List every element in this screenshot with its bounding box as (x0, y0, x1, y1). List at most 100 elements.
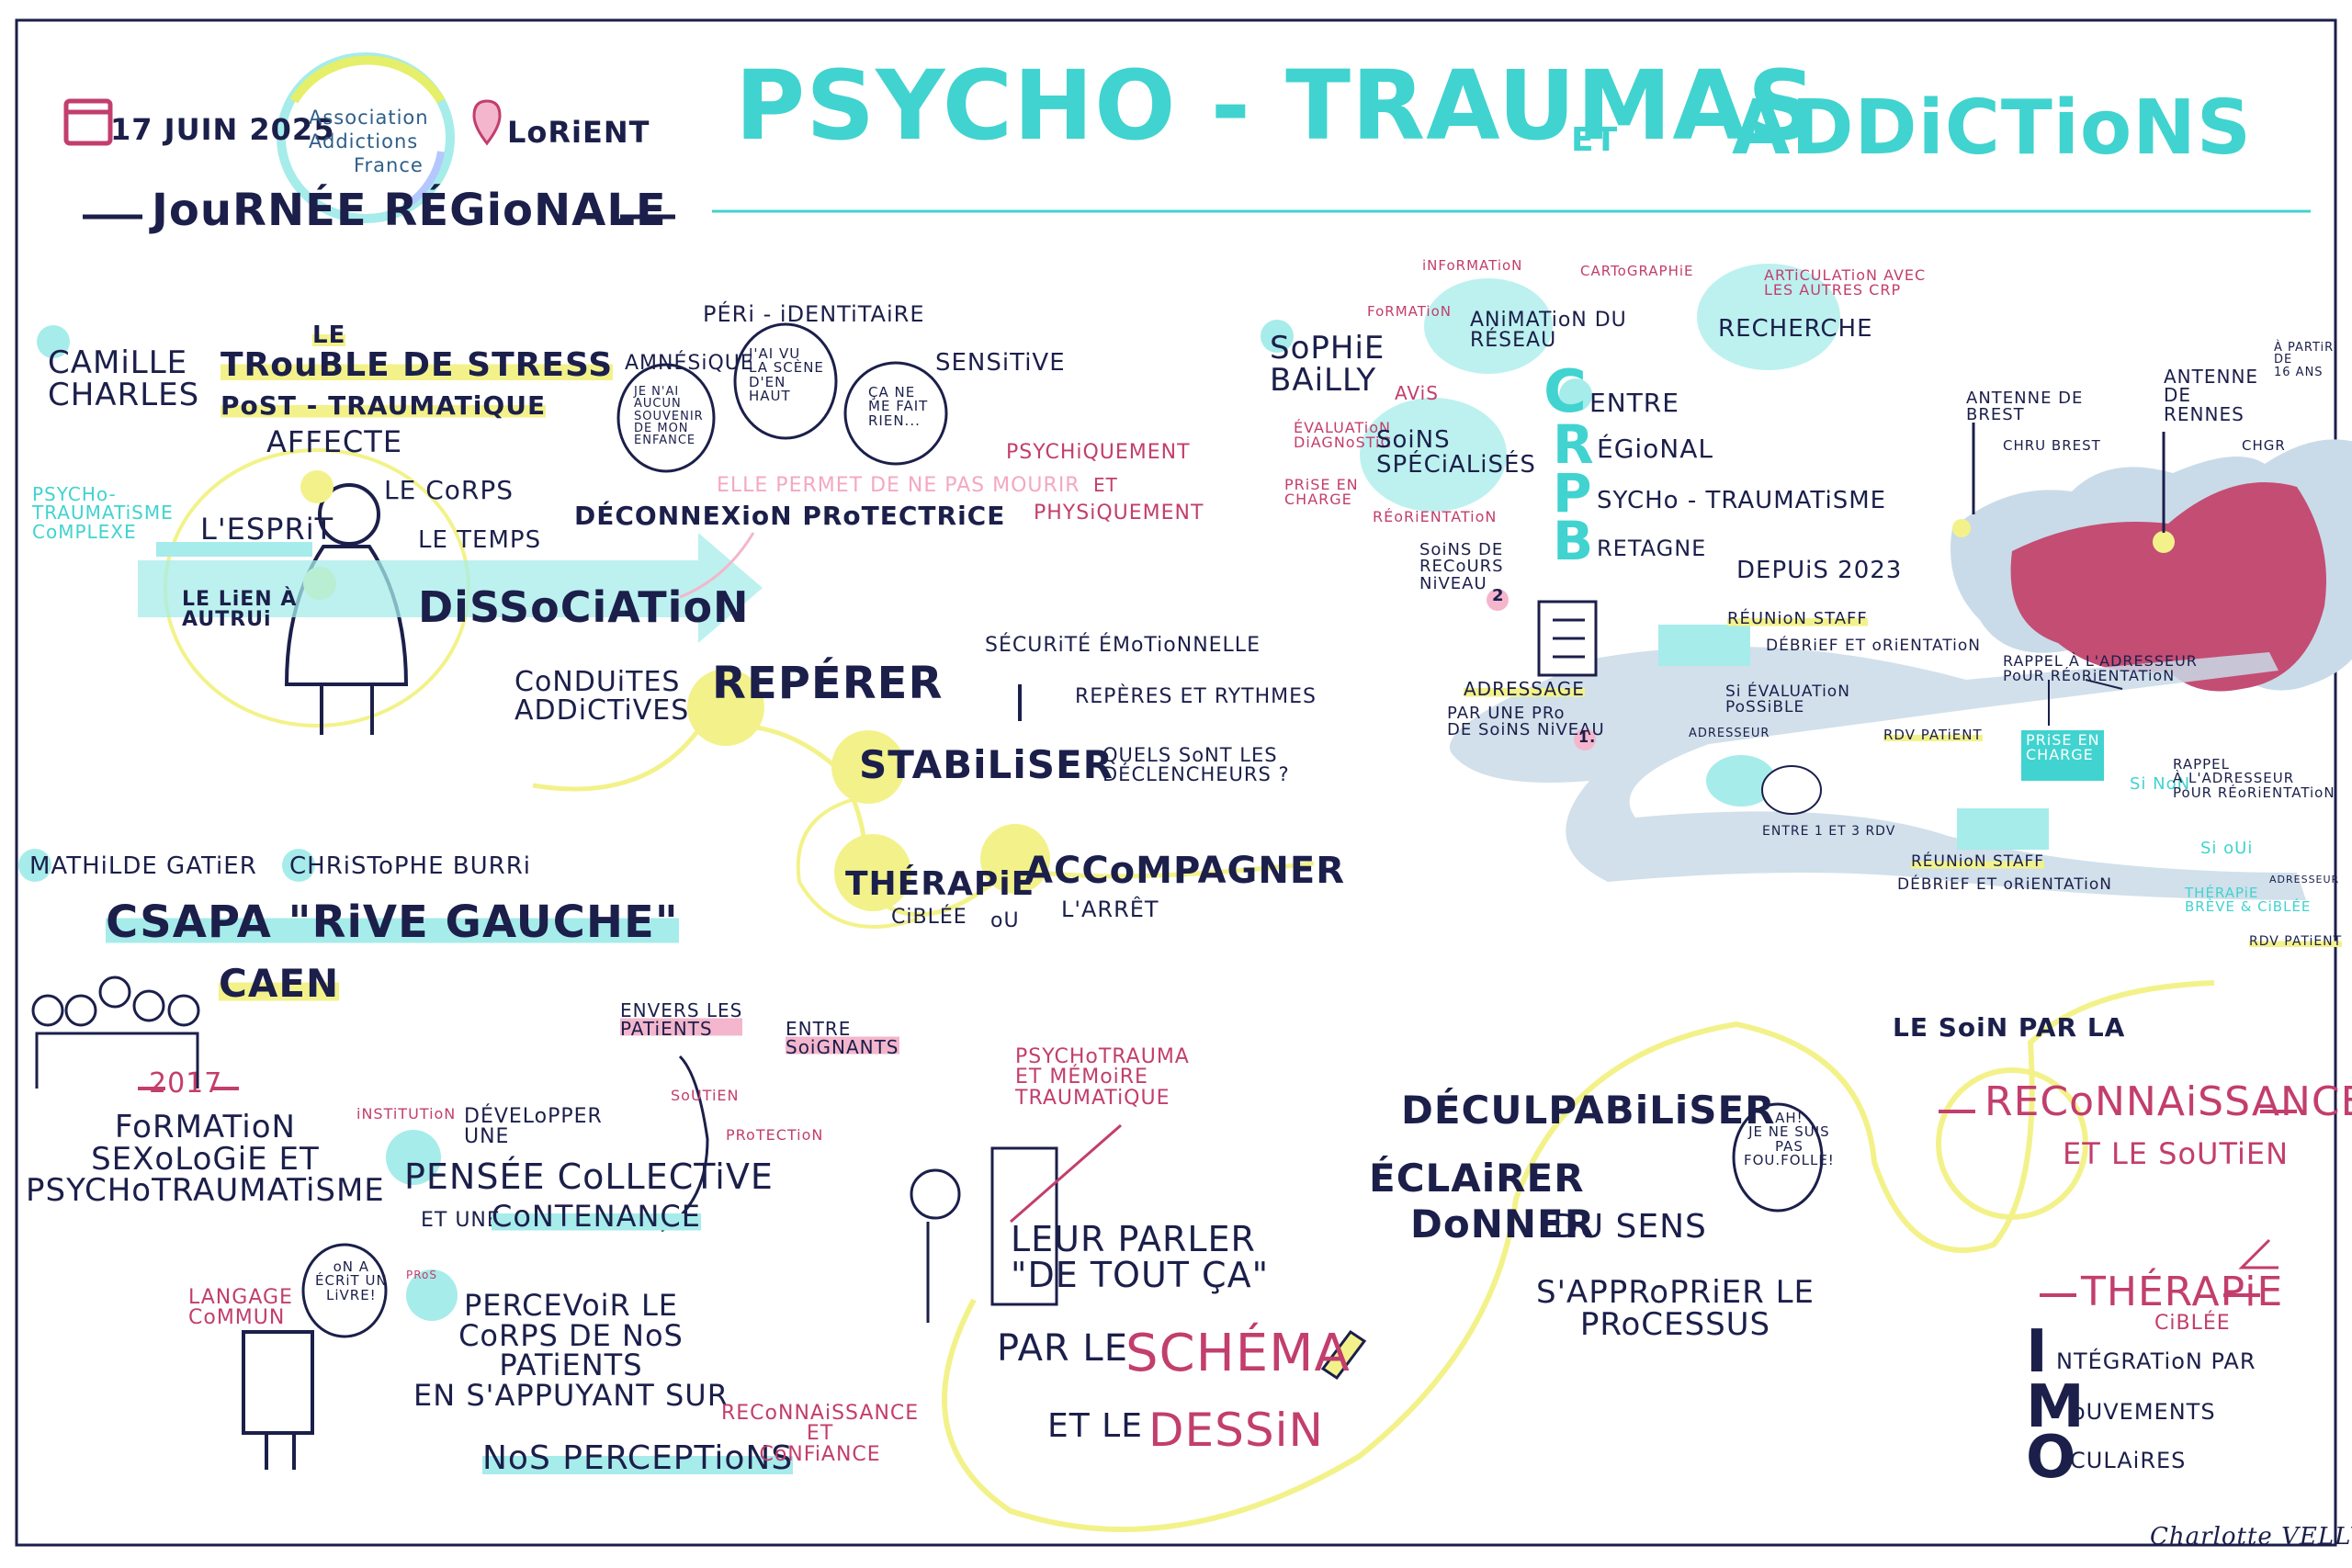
label-antenne-rennes: ANTENNE DE RENNES (2164, 366, 2259, 425)
label-temps: LE TEMPS (418, 526, 542, 554)
prise-charge-badge (2021, 730, 2104, 781)
label-integration: NTÉGRATioN PAR (2056, 1348, 2256, 1374)
label-rappel-1: RAPPEL À L'ADRESSEUR PoUR RÉoRiENTATioN (2003, 652, 2198, 685)
dot-therapie (834, 834, 911, 911)
speaker-christophe-burri: CHRiSToPHE BURRi (289, 852, 532, 880)
org-name-line3: France (354, 154, 424, 176)
arrow-deconnexion (679, 532, 755, 599)
association-logo (277, 52, 455, 223)
label-affecte: AFFECTE (266, 424, 403, 459)
label-avis: AViS (1395, 382, 1439, 404)
board-frame (15, 18, 2337, 1547)
label-stabiliser: STABiLiSER (859, 742, 1114, 787)
checklist-icon (1537, 600, 1598, 677)
calendar-icon (63, 98, 113, 146)
speaker-dot-sophie (1261, 320, 1294, 353)
label-nos-perceptions: NoS PERCEPTioNS (482, 1439, 794, 1477)
label-debrief-1: DÉBRiEF ET oRiENTATioN (1766, 637, 1981, 655)
label-mouvements: oUVEMENTS (2072, 1399, 2216, 1425)
label-si-oui: Si oUi (2200, 839, 2254, 858)
label-securite: SÉCURiTÉ ÉMoTioNNELLE (985, 634, 1261, 657)
label-approprier: S'APPRoPRiER LE PRoCESSUS (1536, 1274, 1815, 1343)
label-et: ET (1093, 474, 1118, 496)
speaker-dot-mathilde (18, 849, 51, 882)
pencil-icon (1320, 1329, 1367, 1381)
label-trouble-stress: TRouBLE DE STRESS (220, 346, 614, 384)
label-soin-par-la: LE SoiN PAR LA (1893, 1012, 2126, 1043)
speaker-dot-camille (37, 325, 70, 358)
title-addictions: ADDiCTioNS (1732, 85, 2252, 172)
label-contenance: CoNTENANCE (492, 1199, 701, 1234)
label-cartographie: CARToGRAPHiE (1580, 263, 1694, 279)
bubble-rien-text: ÇA NE ME FAIT RIEN... (868, 384, 929, 429)
label-entre-soignants: ENTRE SoiGNANTS (786, 1018, 899, 1059)
label-psychiquement: PSYCHiQUEMENT (1006, 441, 1191, 464)
label-langage-commun: LANGAGE CoMMUN (188, 1286, 293, 1330)
bubble-folle-text: AH! JE NE SUIS PAS FOU.FOLLE! (1744, 1110, 1835, 1168)
label-psycho-traumatisme: SYCHo - TRAUMATiSME (1597, 487, 1887, 514)
letter-r: R (1553, 413, 1595, 476)
crpb-flow-band (1449, 647, 2306, 900)
label-dissociation: DiSSoCiATioN (418, 582, 750, 632)
speaker-mathilde-gatier: MATHiLDE GATiER (29, 852, 257, 880)
label-formation-sexologie: FoRMATioN SEXoLoGiE ET PSYCHoTRAUMATiSME (26, 1109, 385, 1210)
label-chgr: CHGR (2242, 437, 2286, 454)
team-people-icon (31, 976, 200, 1089)
label-regional: ÉGioNAL (1597, 434, 1713, 464)
label-reperer: REPÉRER (712, 658, 944, 709)
map-dot-rennes (2153, 531, 2175, 553)
label-chru-brest: CHRU BREST (2003, 437, 2101, 454)
label-a-partir-16-ans: À PARTiR DE 16 ANS (2274, 341, 2335, 379)
label-reconnaissance-confiance: RECoNNAiSSANCE ET CoNFiANCE (721, 1402, 920, 1466)
event-location: LoRiENT (507, 115, 650, 150)
label-dessin: DESSiN (1148, 1404, 1324, 1457)
loop-line (942, 980, 2215, 1532)
label-le: LE (312, 321, 346, 349)
label-corps: LE CoRPS (384, 475, 514, 505)
location-pin-icon (472, 99, 502, 146)
bubble-scene (733, 322, 838, 440)
dot-pensee (386, 1130, 441, 1185)
speaker-camille-charles: CAMiLLE CHARLES (48, 344, 200, 413)
bubble-amnesique (616, 363, 716, 473)
label-reperes-rythmes: REPÈRES ET RYTHMES (1075, 685, 1317, 708)
letter-o: O (2026, 1424, 2077, 1492)
letter-c-bg (1559, 378, 1592, 412)
label-lien-autrui: LE LiEN À AUTRUi (182, 588, 298, 632)
label-reunion-staff-2: RÉUNioN STAFF (1911, 852, 2044, 871)
label-soins-recours: SoiNS DE RECoURS NiVEAU (1419, 540, 1504, 593)
label-reorientation: RÉoRiENTATioN (1373, 508, 1498, 525)
label-therapie: THÉRAPiE (845, 865, 1035, 903)
label-evaluation: ÉVALUATioN DiAGNoSTiC (1294, 419, 1392, 452)
bubble-recherche (1697, 264, 1840, 370)
staff-group-1 (1658, 625, 1750, 666)
label-par-pro: PAR UNE PRo DE SoiNS NiVEAU (1447, 704, 1605, 740)
label-bretagne: RETAGNE (1597, 536, 1707, 561)
letter-c: C (1544, 358, 1588, 426)
label-esprit: L'ESPRiT (200, 512, 334, 547)
label-depuis-2023: DEPUiS 2023 (1736, 557, 1903, 584)
label-et-le: ET LE (1047, 1407, 1143, 1445)
label-du-sens: DU SENS (1553, 1208, 1707, 1246)
label-envers-patients: ENVERS LES PATiENTS (620, 999, 743, 1041)
staff-group-2 (1957, 808, 2049, 850)
label-percevoir: PERCEVoiR LE CoRPS DE NoS PATiENTS EN S'… (413, 1288, 729, 1413)
label-donner: DoNNER (1410, 1201, 1596, 1247)
label-si-evaluation: Si ÉVALUATioN PoSSiBLE (1725, 682, 1850, 717)
label-reconnaissance: RECoNNAiSSANCE (1984, 1078, 2352, 1125)
label-csapa: CSAPA "RiVE GAUCHE" (106, 897, 679, 948)
bubble-livre (301, 1243, 388, 1338)
chat-bubbles-icon (1706, 755, 1822, 815)
label-rdv-patient-2: RDV PATiENT (2249, 934, 2343, 949)
dot-percevoir (406, 1269, 458, 1321)
label-institution: iNSTiTUTioN (356, 1105, 457, 1122)
drawing-person-icon (910, 1146, 1058, 1323)
label-protection: PRoTECTioN (726, 1126, 824, 1144)
label-formation: FoRMATioN (1367, 303, 1452, 320)
label-ciblee: CiBLÉE (891, 906, 967, 929)
event-date: 17 JUIN 2025 (110, 112, 335, 147)
bubble-scene-text: J'AI VU LA SCÈNE D'EN HAUT (749, 345, 824, 404)
label-oculaires: CULAiRES (2070, 1448, 2187, 1473)
